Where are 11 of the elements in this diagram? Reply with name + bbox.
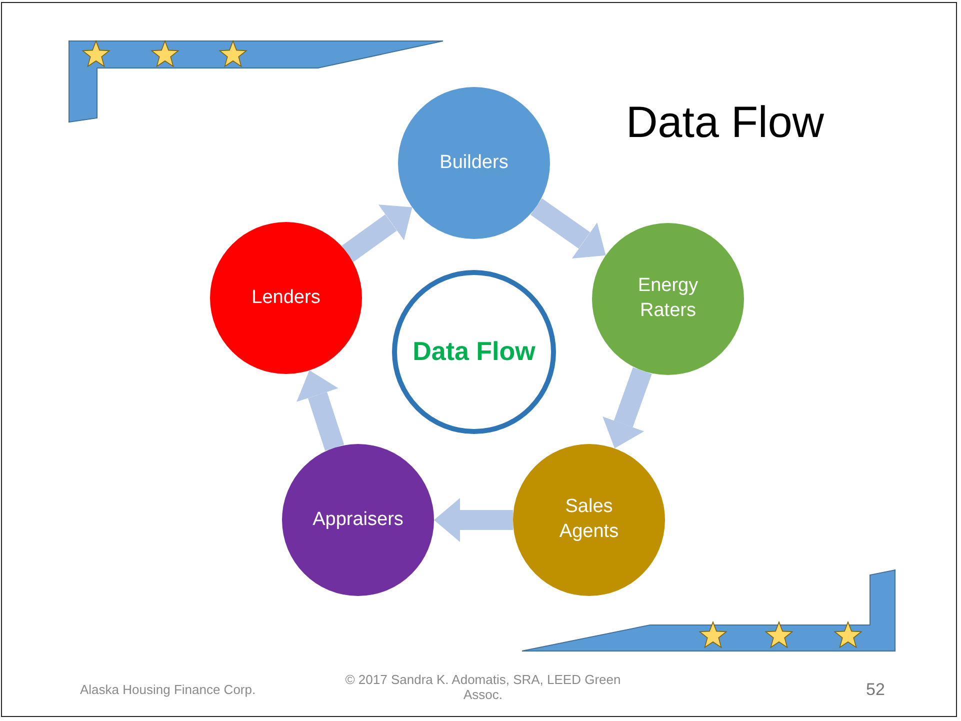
- flow-arrow: [434, 498, 513, 542]
- circle-label: Sales Agents: [558, 495, 620, 544]
- circle-label: Energy Raters: [636, 274, 700, 323]
- circle-label: Lenders: [252, 286, 320, 310]
- slide-title: Data Flow: [626, 98, 824, 148]
- slide-number: 52: [866, 680, 885, 700]
- circle-label: Builders: [440, 150, 508, 175]
- copyright-note: © 2017 Sandra K. Adomatis, SRA, LEED Green Assoc.: [344, 672, 622, 702]
- center-label: Data Flow: [412, 335, 536, 368]
- organization-footer: Alaska Housing Finance Corp.: [80, 682, 256, 697]
- circle-label: Appraisers: [312, 508, 404, 532]
